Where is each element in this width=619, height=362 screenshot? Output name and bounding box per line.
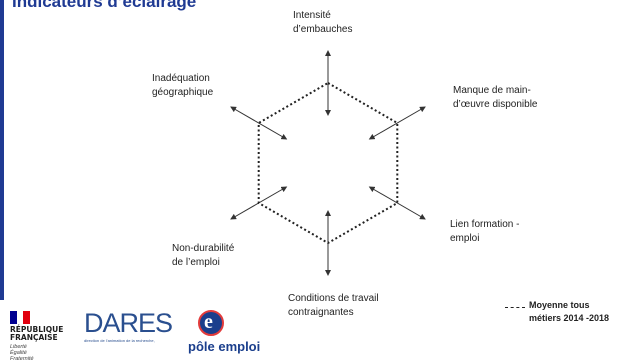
republique-francaise-logo: RÉPUBLIQUE FRANÇAISE Liberté Égalité Fra… (10, 311, 70, 362)
left-accent-bar (0, 0, 4, 300)
legend-dashed-line (505, 307, 525, 308)
arrow-manque (368, 106, 426, 140)
label-lien-formation: Lien formation -emploi (450, 219, 520, 244)
footer-logos: RÉPUBLIQUE FRANÇAISE Liberté Égalité Fra… (0, 308, 261, 362)
label-manque: Manque de main-d’œuvre disponible (453, 85, 538, 110)
axis-arrows (230, 50, 426, 276)
french-flag-icon (10, 311, 30, 324)
page-title: Indicateurs d’éclairage (12, 0, 197, 11)
arrow-inadequation (230, 106, 288, 140)
average-hexagon (257, 81, 399, 245)
pole-emploi-logo: e pôle emploi (188, 310, 261, 354)
dares-logo: DARES direction de l’animation de la rec… (84, 308, 173, 343)
arrow-lien (368, 186, 426, 220)
